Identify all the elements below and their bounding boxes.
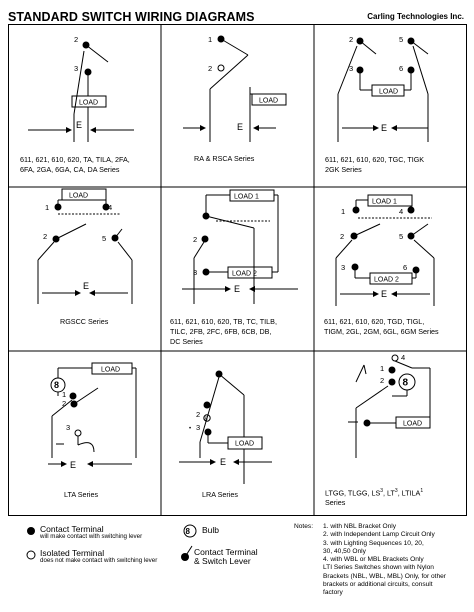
diagram-cell-8: 2 8 3 • LOAD E bbox=[179, 370, 272, 484]
diagram-cell-4: LOAD 1 4 2 5 E bbox=[37, 188, 133, 304]
legend-bulb: 8 Bulb bbox=[180, 524, 219, 538]
note-item: Brackets (NBL, WBL, MBL) Only, for other bbox=[323, 572, 446, 580]
note-item: LTI Series Switches shown with Nylon bbox=[323, 564, 434, 572]
legend-contact-lever: Contact Terminal & Switch Lever bbox=[180, 544, 258, 566]
wiring-diagrams: 2 3 LOAD E 1 2 LOAD E 2 bbox=[8, 24, 467, 516]
svg-text:8: 8 bbox=[205, 417, 208, 423]
svg-text:2: 2 bbox=[196, 410, 200, 419]
caption-cell-5: 611, 621, 610, 620, TB, TC, TILB,TILC, 2… bbox=[170, 317, 277, 346]
svg-text:LOAD 2: LOAD 2 bbox=[232, 271, 257, 278]
svg-text:E: E bbox=[70, 460, 76, 470]
svg-text:3: 3 bbox=[349, 64, 353, 73]
svg-text:LOAD 1: LOAD 1 bbox=[234, 194, 259, 201]
caption-cell-2: RA & RSCA Series bbox=[194, 154, 255, 163]
legend-contact-terminal: Contact Terminal will make contact with … bbox=[26, 524, 142, 540]
svg-text:5: 5 bbox=[399, 232, 403, 241]
svg-text:4: 4 bbox=[108, 203, 112, 212]
svg-text:E: E bbox=[237, 122, 243, 132]
svg-text:LOAD 2: LOAD 2 bbox=[374, 277, 399, 284]
svg-text:1: 1 bbox=[341, 207, 345, 216]
svg-text:3: 3 bbox=[74, 64, 78, 73]
svg-text:6: 6 bbox=[403, 263, 407, 272]
svg-text:5: 5 bbox=[102, 234, 106, 243]
svg-text:1: 1 bbox=[62, 390, 66, 399]
note-item: 4. with WBL or MBL Brackets Only bbox=[323, 556, 424, 564]
contact-terminal-icon bbox=[27, 527, 35, 535]
svg-text:2: 2 bbox=[349, 35, 353, 44]
svg-text:3: 3 bbox=[66, 423, 70, 432]
svg-text:LOAD: LOAD bbox=[403, 421, 422, 428]
svg-text:1: 1 bbox=[45, 203, 49, 212]
svg-text:LOAD: LOAD bbox=[379, 89, 398, 96]
svg-text:•: • bbox=[189, 426, 191, 432]
svg-text:6: 6 bbox=[399, 64, 403, 73]
svg-text:2: 2 bbox=[380, 376, 384, 385]
svg-text:E: E bbox=[381, 289, 387, 299]
svg-text:2: 2 bbox=[208, 64, 212, 73]
bulb-icon: 8 bbox=[183, 524, 197, 538]
caption-cell-4: RGSCC Series bbox=[60, 317, 109, 326]
caption-cell-7: LTA Series bbox=[64, 490, 99, 499]
svg-text:E: E bbox=[83, 281, 89, 291]
svg-text:1: 1 bbox=[208, 35, 212, 44]
svg-text:LOAD: LOAD bbox=[259, 98, 278, 105]
svg-text:1: 1 bbox=[380, 364, 384, 373]
note-item: 1. with NBL Bracket Only bbox=[323, 523, 397, 530]
svg-text:8: 8 bbox=[54, 380, 59, 390]
svg-text:4: 4 bbox=[401, 353, 405, 362]
svg-text:LOAD: LOAD bbox=[235, 441, 254, 448]
svg-text:4: 4 bbox=[399, 207, 403, 216]
svg-text:8: 8 bbox=[186, 527, 191, 536]
svg-text:2: 2 bbox=[340, 232, 344, 241]
caption-cell-6: 611, 621, 610, 620, TGD, TIGL,TIGM, 2GL,… bbox=[324, 317, 439, 336]
svg-text:3: 3 bbox=[193, 268, 197, 277]
svg-text:LOAD: LOAD bbox=[101, 367, 120, 374]
note-item: 2. with Independent Lamp Circuit Only bbox=[323, 531, 435, 539]
svg-text:LOAD: LOAD bbox=[69, 193, 88, 200]
notes-label: Notes: bbox=[294, 523, 314, 530]
svg-text:3: 3 bbox=[341, 263, 345, 272]
load-label: LOAD bbox=[79, 100, 98, 107]
svg-text:LOAD 1: LOAD 1 bbox=[372, 199, 397, 206]
diagram-cell-1: 2 3 LOAD E bbox=[28, 35, 134, 142]
note-item: factory bbox=[323, 589, 343, 597]
svg-text:5: 5 bbox=[399, 35, 403, 44]
caption-cell-9: LTGG, TLGG, LS3, LT3, LTILA1 Series bbox=[325, 488, 424, 508]
svg-text:E: E bbox=[220, 457, 226, 467]
svg-text:2: 2 bbox=[193, 235, 197, 244]
contact-lever-icon bbox=[181, 545, 193, 561]
note-item: 30, 40,50 Only bbox=[323, 547, 366, 555]
terminal-label: 2 bbox=[74, 35, 78, 44]
note-item: 3. with Lighting Sequences 10, 20, bbox=[323, 539, 424, 547]
diagram-grid: 2 3 LOAD E 1 2 LOAD E 2 bbox=[8, 24, 467, 516]
caption-cell-1: 611, 621, 610, 620, TA, TILA, 2FA,6FA, 2… bbox=[20, 155, 130, 174]
diagram-cell-2: 1 2 LOAD E bbox=[183, 35, 287, 142]
page-title: STANDARD SWITCH WIRING DIAGRAMS bbox=[8, 10, 255, 24]
note-item: brackets or additional circuits, consult bbox=[323, 581, 433, 589]
legend-isolated-terminal: Isolated Terminal does not make contact … bbox=[26, 548, 157, 564]
svg-text:2: 2 bbox=[62, 399, 66, 408]
svg-text:E: E bbox=[381, 123, 387, 133]
grid-lines bbox=[8, 24, 467, 516]
svg-text:8: 8 bbox=[403, 378, 409, 389]
svg-text:2: 2 bbox=[43, 232, 47, 241]
svg-text:E: E bbox=[76, 120, 82, 130]
diagram-cell-3: 2 5 3 6 LOAD E bbox=[337, 35, 429, 142]
svg-text:3: 3 bbox=[196, 423, 200, 432]
diagram-cell-6: LOAD 1 1 4 2 5 3 6 LOAD 2 E bbox=[335, 194, 435, 306]
caption-cell-8: LRA Series bbox=[202, 490, 238, 499]
diagram-cell-5: LOAD 1 2 3 LOAD 2 E bbox=[182, 189, 298, 304]
diagram-cell-9: 4 1 2 8 LOAD bbox=[348, 353, 431, 458]
isolated-terminal-icon bbox=[26, 550, 36, 560]
notes-list: 1. with NBL Bracket Only 2. with Indepen… bbox=[323, 523, 469, 598]
diagram-cell-7: 8 LOAD 1 2 3 E bbox=[48, 362, 137, 470]
svg-text:E: E bbox=[234, 284, 240, 294]
company-name: Carling Technologies Inc. bbox=[367, 12, 464, 21]
